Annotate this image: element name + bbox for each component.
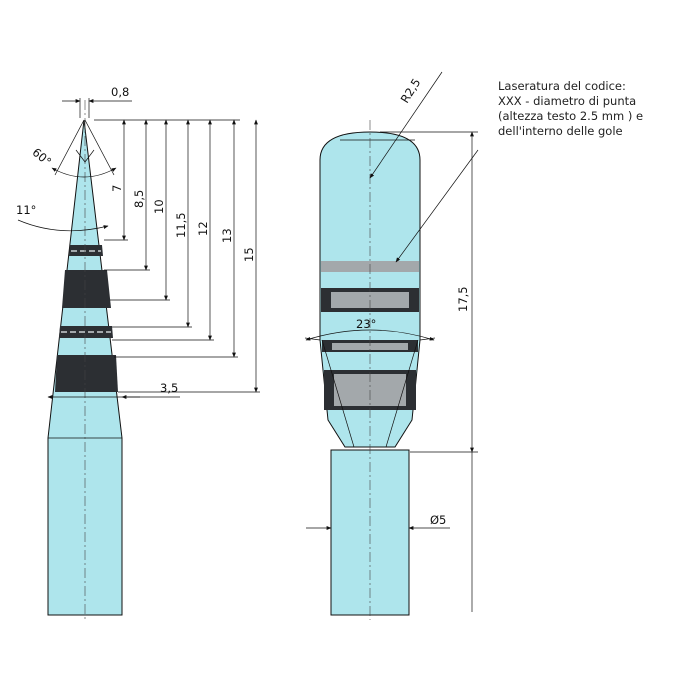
- angle-60-ext-left: [54, 119, 85, 176]
- dim-15: 15: [242, 247, 256, 262]
- left-tip-detail: [75, 149, 95, 163]
- inner-taper-right: [385, 339, 419, 448]
- dim-12: 12: [196, 221, 210, 236]
- angle-23-ext-left: [304, 337, 321, 341]
- note-line-1: Laseratura del codice:: [498, 79, 626, 93]
- dim-diameter-right: Ø5: [430, 513, 446, 527]
- angle-60-ext-right: [84, 119, 115, 176]
- note-leader: [395, 149, 479, 263]
- right-band-3-inner: [332, 343, 408, 350]
- dim-10: 10: [152, 199, 166, 214]
- right-view: R2,5 17,5 23° Ø5 Laseratura del codice: …: [304, 71, 643, 620]
- note-line-4: dell'interno delle gole: [498, 124, 623, 138]
- angle-23-ext-right: [419, 337, 436, 341]
- dim-11-5: 11,5: [174, 212, 188, 238]
- angle-11-arc: [17, 219, 109, 232]
- left-band-2: [62, 270, 111, 308]
- note-line-2: XXX - diametro di punta: [498, 94, 636, 108]
- dim-7: 7: [110, 185, 124, 192]
- dim-angle: 23°: [356, 317, 376, 331]
- dim-taper-angle: 11°: [16, 203, 36, 217]
- dim-8-5: 8,5: [132, 190, 146, 208]
- dim-tip-angle: 60°: [30, 145, 55, 169]
- angle-23-arc: [305, 329, 435, 341]
- left-band-4: [55, 355, 118, 392]
- note-line-3: (altezza testo 2.5 mm ) e: [498, 109, 643, 123]
- inner-taper-left: [321, 339, 355, 448]
- left-band-3: [59, 326, 113, 338]
- left-view: 0,8 60° 11° 7 8,5 10 11,5 12 13 15: [16, 85, 260, 620]
- angle-60-arc: [51, 167, 117, 178]
- dim-13: 13: [220, 228, 234, 243]
- dim-diameter: 3,5: [160, 381, 178, 395]
- dim-radius: R2,5: [398, 76, 424, 106]
- dim-length: 17,5: [456, 286, 470, 312]
- dim-tip-width: 0,8: [111, 85, 129, 99]
- radius-leader: [369, 71, 443, 179]
